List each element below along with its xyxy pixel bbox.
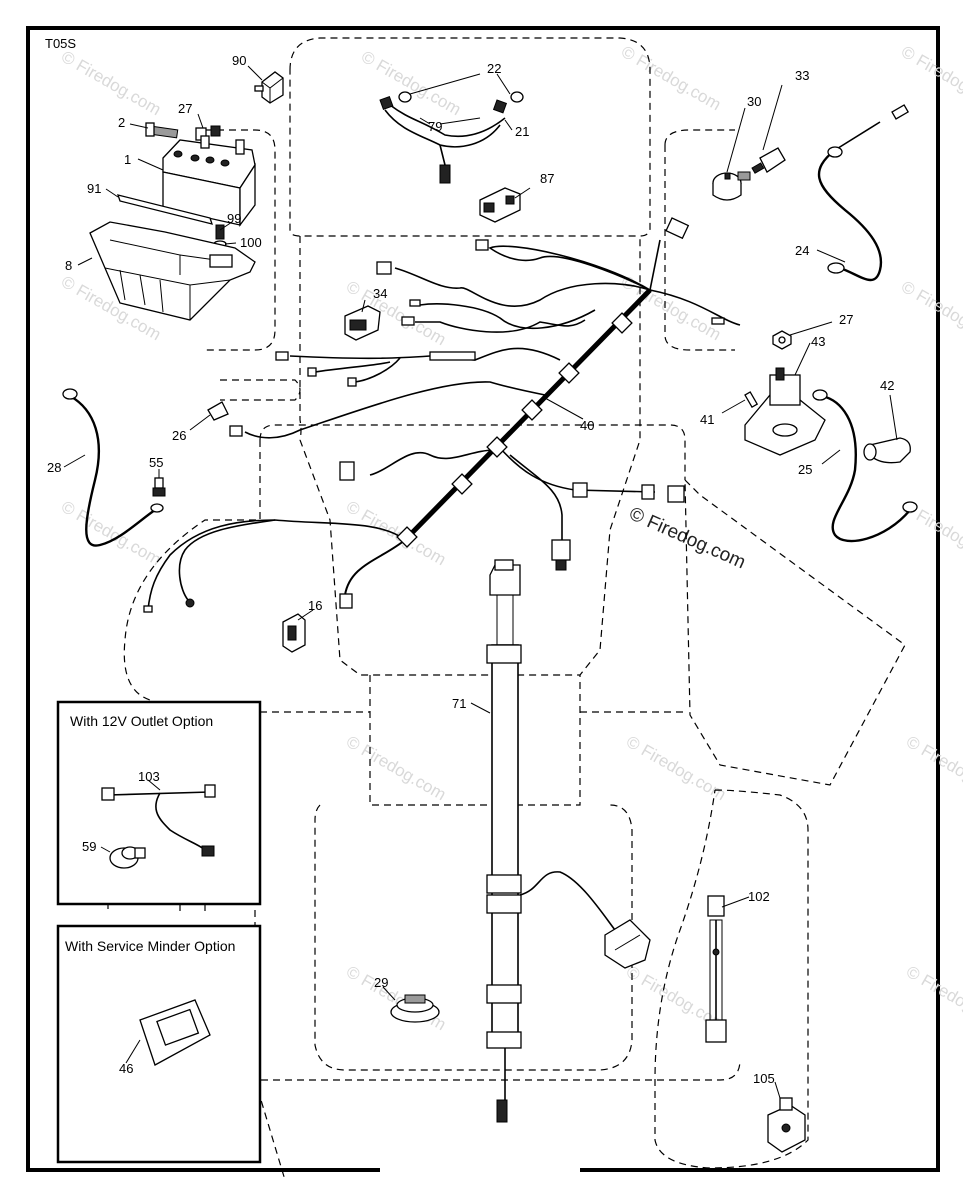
- boot-part-42: [863, 437, 911, 464]
- outlet-harness-part-103: [101, 784, 216, 857]
- callout-2: 2: [118, 115, 125, 130]
- hold-down-strap-part-91: [117, 194, 213, 225]
- callout-27-solenoid: 27: [839, 312, 853, 327]
- ground-cable-part-28: [62, 388, 164, 547]
- diagram-frame: [26, 26, 940, 1174]
- bolt-part-41: [744, 391, 759, 409]
- callout-40: 40: [580, 418, 594, 433]
- callout-46: 46: [119, 1061, 133, 1076]
- harness-part-102: [705, 895, 727, 1043]
- callout-59: 59: [82, 839, 96, 854]
- ground-cable-part-24: [817, 104, 910, 282]
- callout-100: 100: [240, 235, 262, 250]
- callout-8: 8: [65, 258, 72, 273]
- svg-text:© Firedog.com: © Firedog.com: [618, 42, 724, 114]
- switch-part-34: [344, 305, 381, 341]
- svg-text:© Firedog.com: © Firedog.com: [343, 962, 449, 1034]
- ignition-switch-part-30: [712, 171, 751, 201]
- callout-1: 1: [124, 152, 131, 167]
- solenoid-part-43: [744, 367, 826, 456]
- svg-text:© Firedog.com: © Firedog.com: [623, 732, 729, 804]
- callout-87: 87: [540, 171, 554, 186]
- callout-105: 105: [753, 1071, 775, 1086]
- service-minder-part-46: [139, 999, 211, 1066]
- callout-24: 24: [795, 243, 809, 258]
- callout-26: 26: [172, 428, 186, 443]
- callout-42: 42: [880, 378, 894, 393]
- callout-41: 41: [700, 412, 714, 427]
- key-part-33: [751, 147, 786, 174]
- svg-text:© Firedog.com: © Firedog.com: [903, 962, 963, 1034]
- bolt-part-55: [152, 477, 166, 497]
- fuse-holder-part-26: [207, 401, 243, 437]
- relay-part-90: [254, 71, 284, 104]
- solenoid-part-105: [767, 1097, 806, 1153]
- callout-16: 16: [308, 598, 322, 613]
- switch-part-16: [282, 613, 306, 653]
- callout-25: 25: [798, 462, 812, 477]
- battery-tray-part-8: [89, 221, 256, 321]
- svg-text:© Firedog.com: © Firedog.com: [343, 732, 449, 804]
- minder-option-title: With Service Minder Option: [65, 938, 235, 954]
- callout-55: 55: [149, 455, 163, 470]
- callout-71: 71: [452, 696, 466, 711]
- callout-33: 33: [795, 68, 809, 83]
- callout-34: 34: [373, 286, 387, 301]
- tractor-outline: [107, 37, 906, 1181]
- svg-text:© Firedog.com: © Firedog.com: [898, 42, 963, 114]
- nut-part-27-solenoid: [772, 330, 792, 350]
- svg-text:© Firedog.com: © Firedog.com: [898, 277, 963, 349]
- callout-103: 103: [138, 769, 160, 784]
- horn-part-29: [390, 994, 440, 1023]
- positive-cable-part-25: [812, 389, 918, 543]
- diagram-code: T05S: [45, 36, 76, 51]
- option-box-12v-outlet: With 12V Outlet Option: [56, 700, 262, 906]
- power-outlet-part-59: [109, 846, 146, 869]
- relay-part-87: [479, 187, 521, 223]
- callout-21: 21: [515, 124, 529, 139]
- callout-90: 90: [232, 53, 246, 68]
- callout-28: 28: [47, 460, 61, 475]
- callout-labels: 90 22 33 30 2 27 79 21 1 87 91 99 100 8 …: [47, 53, 894, 1086]
- callout-29: 29: [374, 975, 388, 990]
- callout-27-battery: 27: [178, 101, 192, 116]
- callout-leaders: [63, 65, 898, 1099]
- headlight-bulb-part-22: [379, 91, 524, 114]
- callout-102: 102: [748, 889, 770, 904]
- svg-text:© Firedog.com: © Firedog.com: [58, 47, 164, 119]
- callout-91: 91: [87, 181, 101, 196]
- svg-text:© Firedog.com: © Firedog.com: [58, 497, 164, 569]
- callout-22: 22: [487, 61, 501, 76]
- harness-part-71: [486, 559, 651, 1123]
- svg-text:© Firedog.com: © Firedog.com: [903, 732, 963, 804]
- bolt-part-99: [215, 224, 225, 240]
- callout-79: 79: [428, 119, 442, 134]
- callout-43: 43: [811, 334, 825, 349]
- headlight-harness-part-21: [384, 104, 506, 184]
- main-harness-part-40: [143, 217, 741, 613]
- callout-30: 30: [747, 94, 761, 109]
- bolt-part-2: [145, 122, 179, 139]
- nut-part-27-battery: [195, 125, 221, 141]
- callout-99: 99: [227, 211, 241, 226]
- outlet-option-title: With 12V Outlet Option: [70, 713, 213, 729]
